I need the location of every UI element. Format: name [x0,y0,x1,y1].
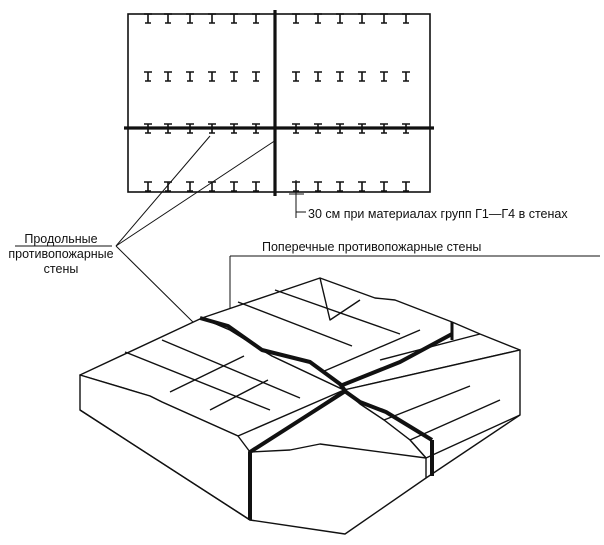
plan-column [357,13,367,24]
plan-column [251,181,261,192]
isometric-firewalls [199,316,454,520]
longitudinal-label-line3: стены [43,262,79,276]
plan-column [401,13,411,24]
plan-column [229,71,239,82]
plan-column [143,181,153,192]
plan-column [357,71,367,82]
plan-column [313,71,323,82]
plan-columns [143,13,411,192]
isometric-building [79,277,521,535]
plan-column [185,71,195,82]
plan-outline [127,13,431,193]
plan-column [163,181,173,192]
plan-column [401,181,411,192]
plan-column [313,181,323,192]
plan-column [379,71,389,82]
plan-column [229,13,239,24]
plan-column [143,13,153,24]
plan-column [251,13,261,24]
longitudinal-label-line2: противопожарные [8,247,114,261]
plan-column [357,181,367,192]
plan-column [207,71,217,82]
plan-column [379,181,389,192]
iso-longitudinal-firewall-back [339,332,453,388]
plan-column [163,13,173,24]
plan-column [185,13,195,24]
plan-column [207,13,217,24]
plan-column [291,13,301,24]
plan-column [335,71,345,82]
plan-column [163,71,173,82]
dimension-label: 30 см при материалах групп Г1—Г4 в стена… [308,207,568,221]
plan-column [401,71,411,82]
plan-view [124,10,434,218]
plan-column [313,13,323,24]
plan-column [143,71,153,82]
plan-column [379,13,389,24]
plan-column [207,181,217,192]
plan-column [291,71,301,82]
plan-column [229,181,239,192]
transverse-firewalls-label: Поперечные противопожарные стены [262,240,482,254]
plan-column [185,181,195,192]
longitudinal-firewalls-label: Продольные противопожарные стены [6,232,116,277]
longitudinal-label-line1: Продольные [24,232,98,246]
iso-longitudinal-firewall-front [248,390,346,520]
plan-column [251,71,261,82]
plan-column [335,181,345,192]
plan-column [335,13,345,24]
